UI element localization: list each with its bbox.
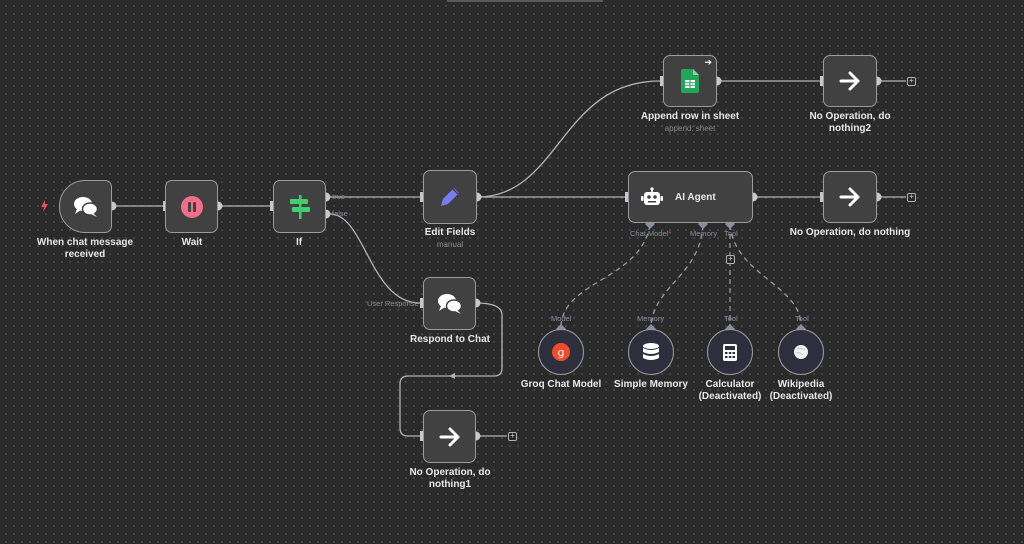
arrow-right-icon — [839, 187, 860, 207]
node-respond-to-chat[interactable] — [423, 277, 476, 330]
node-subtitle-append-row: append: sheet — [664, 124, 716, 133]
add-node-after-noop2-button[interactable]: + — [907, 77, 916, 86]
add-tool-button[interactable]: + — [726, 255, 735, 264]
edge-respond-noop1 — [399, 302, 503, 437]
node-label-wait: Wait — [181, 237, 203, 248]
calculator-icon — [723, 343, 737, 361]
groq-port-label: Model — [551, 314, 572, 323]
node-no-operation[interactable] — [823, 171, 877, 223]
node-subtitle-edit-fields: manual — [436, 240, 464, 249]
pause-icon — [180, 195, 203, 218]
edge-agent-memory — [650, 224, 704, 326]
node-wait[interactable] — [165, 180, 218, 233]
chat-model-port-label: Chat Model — [630, 229, 669, 238]
node-ai-agent[interactable]: AI Agent — [628, 171, 753, 223]
groq-icon: g — [552, 343, 570, 361]
node-edit-fields[interactable] — [423, 170, 477, 224]
add-node-after-noop-button[interactable]: + — [907, 193, 916, 202]
trigger-bolt-icon — [41, 200, 48, 212]
noop2-title-line2: nothing2 — [828, 123, 872, 134]
node-label-memory: Simple Memory — [614, 379, 688, 390]
signpost-icon — [289, 194, 310, 219]
robot-icon — [641, 187, 663, 205]
node-groq-chat-model[interactable]: g — [538, 329, 584, 375]
required-marker: * — [668, 229, 672, 238]
node-label-if: If — [295, 237, 303, 248]
edge-agent-groq — [560, 224, 651, 326]
node-label-edit-fields: Edit Fields — [424, 227, 476, 238]
node-label-append-row: Append row in sheet — [640, 111, 740, 122]
svg-text:g: g — [558, 346, 565, 359]
top-bar — [447, 0, 603, 2]
add-node-after-noop1-button[interactable]: + — [508, 432, 517, 441]
node-label-respond: Respond to Chat — [410, 334, 490, 345]
noop2-title-line1: No Operation, do — [809, 111, 891, 122]
ai-agent-title: AI Agent — [675, 191, 716, 203]
trigger-title-line2: received — [64, 249, 106, 260]
calculator-title-line1: Calculator — [705, 379, 755, 390]
wikipedia-title-line2: (Deactivated) — [769, 391, 833, 402]
respond-input-label: User Response — [367, 299, 419, 308]
database-icon — [643, 343, 659, 360]
edge-if-false-respond — [329, 213, 421, 304]
node-calculator[interactable] — [707, 329, 753, 375]
node-label-calculator: Calculator (Deactivated) — [699, 379, 762, 403]
chat-bubbles-icon — [437, 293, 462, 314]
node-label-groq: Groq Chat Model — [520, 379, 602, 390]
edge-editfields-append — [476, 80, 661, 198]
noop1-title-line2: nothing1 — [428, 479, 472, 490]
node-when-chat-message-received[interactable] — [59, 180, 112, 233]
trigger-title-line1: When chat message — [36, 237, 134, 248]
node-wikipedia[interactable] — [778, 329, 824, 375]
ai-agent-port-tool: Tool — [724, 229, 738, 238]
node-label-wikipedia: Wikipedia (Deactivated) — [770, 379, 833, 403]
wikipedia-title-line1: Wikipedia — [777, 379, 825, 390]
calculator-title-line2: (Deactivated) — [698, 391, 762, 402]
node-label-noop1: No Operation, do nothing1 — [409, 467, 490, 491]
wikipedia-port-label: Tool — [795, 314, 809, 323]
noop1-title-line1: No Operation, do — [409, 467, 491, 478]
arrow-right-icon — [839, 71, 860, 91]
google-sheets-icon — [681, 69, 699, 93]
node-no-operation-2[interactable] — [823, 55, 877, 107]
edge-agent-wikipedia — [729, 224, 802, 326]
node-if[interactable] — [273, 180, 326, 233]
if-false-label: false — [332, 209, 348, 218]
node-no-operation-1[interactable] — [423, 410, 476, 463]
wikipedia-icon — [794, 345, 808, 359]
pencil-icon — [441, 188, 459, 206]
node-label: When chat message received — [37, 237, 133, 261]
node-label-noop2: No Operation, do nothing2 — [809, 111, 890, 135]
ai-agent-port-memory: Memory — [690, 229, 718, 238]
chat-bubbles-icon — [73, 196, 98, 217]
ai-agent-port-chat-model: Chat Model* — [630, 229, 671, 238]
memory-port-label: Memory — [637, 314, 665, 323]
external-arrow-icon: ➔ — [704, 57, 712, 67]
node-label-noop: No Operation, do nothing — [789, 227, 911, 238]
if-true-label: true — [332, 192, 345, 201]
edge-arrow — [449, 373, 455, 379]
calculator-port-label: Tool — [724, 314, 738, 323]
node-append-row-in-sheet[interactable]: ➔ — [663, 55, 717, 107]
node-simple-memory[interactable] — [628, 329, 674, 375]
arrow-right-icon — [439, 427, 459, 446]
